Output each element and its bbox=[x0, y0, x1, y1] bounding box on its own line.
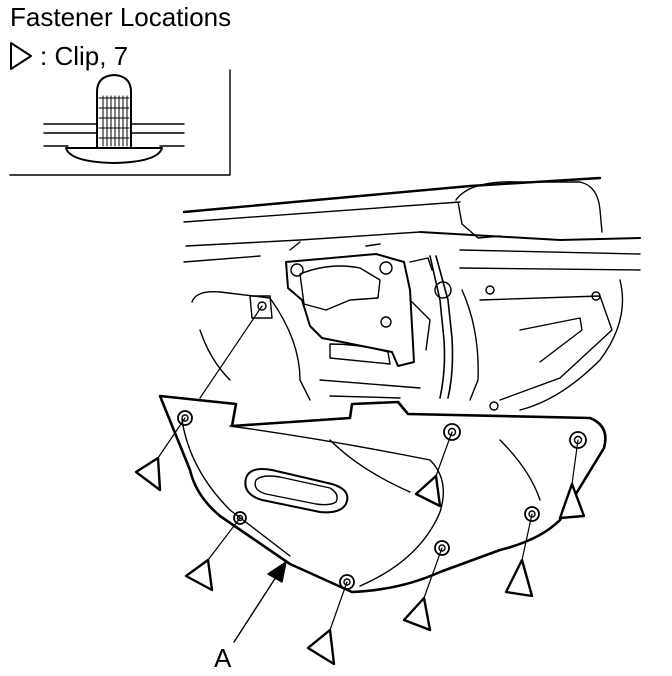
splash-shield-panel bbox=[158, 394, 607, 594]
callout-label-a: A bbox=[214, 643, 232, 673]
clip-marker-2 bbox=[414, 474, 442, 508]
legend: : Clip, 7 bbox=[8, 40, 128, 72]
clip-marker-7 bbox=[306, 628, 336, 666]
page-title: Fastener Locations bbox=[10, 2, 232, 32]
callout-a-arrow bbox=[233, 561, 287, 643]
clip-markers bbox=[134, 456, 586, 666]
clip-detail-inset bbox=[9, 69, 231, 176]
vehicle-body-structure bbox=[182, 176, 641, 411]
clip-marker-3 bbox=[558, 482, 586, 520]
clip-triangle-icon bbox=[10, 42, 32, 70]
clip-marker-6 bbox=[402, 596, 432, 632]
clip-marker-1 bbox=[134, 456, 162, 492]
leader-lines bbox=[157, 305, 579, 631]
clip-marker-4 bbox=[184, 558, 214, 592]
clip-marker-5 bbox=[504, 558, 534, 598]
legend-label: : Clip, 7 bbox=[40, 40, 129, 71]
